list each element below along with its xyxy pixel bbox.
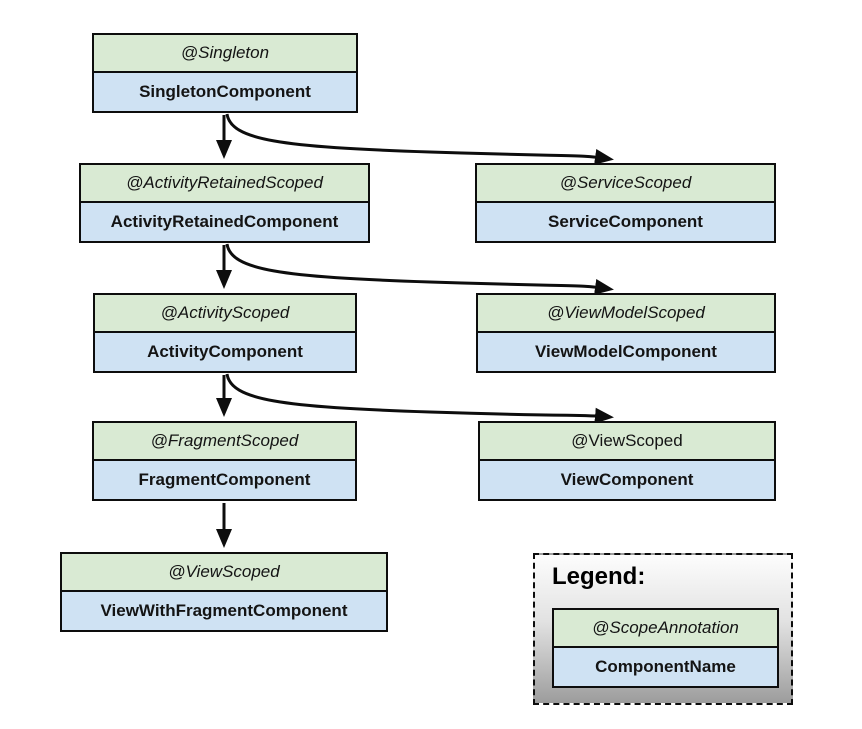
scope-annotation-label: @ActivityScoped: [95, 295, 355, 333]
scope-annotation-label: @Singleton: [94, 35, 356, 73]
component-name-label: ActivityRetainedComponent: [81, 203, 368, 241]
node-view-model-component: @ViewModelScoped ViewModelComponent: [476, 293, 776, 373]
scope-annotation-label: @ViewModelScoped: [478, 295, 774, 333]
arrow-activity-to-view: [225, 373, 614, 424]
component-name-label: ServiceComponent: [477, 203, 774, 241]
component-name-label: ViewModelComponent: [478, 333, 774, 371]
component-name-label: ViewWithFragmentComponent: [62, 592, 386, 630]
legend-box: Legend: @ScopeAnnotation ComponentName: [533, 553, 793, 705]
legend-scope-annotation-label: @ScopeAnnotation: [554, 610, 777, 648]
scope-annotation-label: @ViewScoped: [480, 423, 774, 461]
arrow-activityretained-to-viewmodel: [225, 243, 614, 295]
node-view-with-fragment-component: @ViewScoped ViewWithFragmentComponent: [60, 552, 388, 632]
node-activity-component: @ActivityScoped ActivityComponent: [93, 293, 357, 373]
arrow-singleton-to-service: [225, 113, 614, 165]
node-activity-retained-component: @ActivityRetainedScoped ActivityRetained…: [79, 163, 370, 243]
node-singleton-component: @Singleton SingletonComponent: [92, 33, 358, 113]
node-fragment-component: @FragmentScoped FragmentComponent: [92, 421, 357, 501]
scope-annotation-label: @FragmentScoped: [94, 423, 355, 461]
legend-title: Legend:: [552, 563, 646, 590]
component-name-label: ActivityComponent: [95, 333, 355, 371]
component-name-label: ViewComponent: [480, 461, 774, 499]
scope-annotation-label: @ViewScoped: [62, 554, 386, 592]
node-view-component: @ViewScoped ViewComponent: [478, 421, 776, 501]
scope-annotation-label: @ActivityRetainedScoped: [81, 165, 368, 203]
scope-annotation-label: @ServiceScoped: [477, 165, 774, 203]
legend-component-name-label: ComponentName: [554, 648, 777, 686]
component-name-label: FragmentComponent: [94, 461, 355, 499]
component-name-label: SingletonComponent: [94, 73, 356, 111]
node-service-component: @ServiceScoped ServiceComponent: [475, 163, 776, 243]
legend-sample-node: @ScopeAnnotation ComponentName: [552, 608, 779, 688]
